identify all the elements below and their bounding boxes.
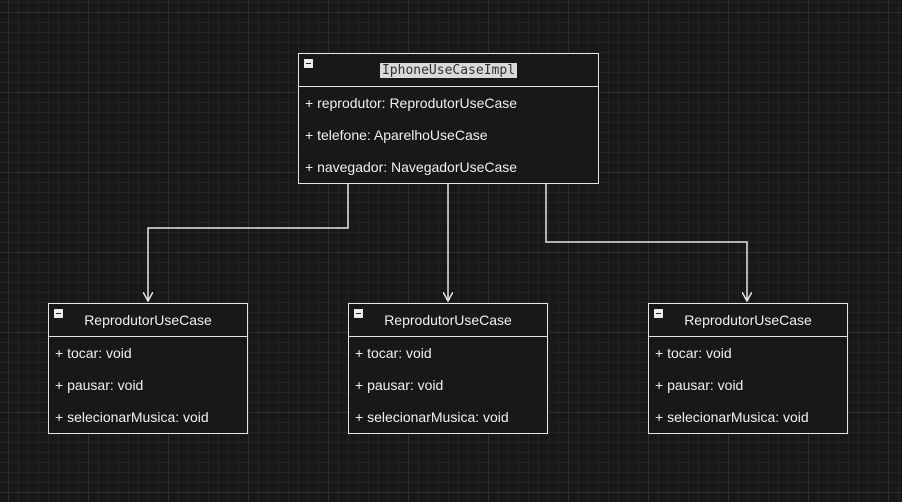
class-iphone-use-case-impl[interactable]: IphoneUseCaseImpl + reprodutor: Reprodut…	[298, 53, 599, 184]
attribute: + selecionarMusica: void	[355, 409, 509, 425]
class-name: IphoneUseCaseImpl	[379, 62, 518, 78]
collapse-icon[interactable]	[354, 309, 363, 318]
attribute: + selecionarMusica: void	[655, 409, 809, 425]
class-header: ReprodutorUseCase	[649, 304, 847, 337]
class-header: ReprodutorUseCase	[349, 304, 547, 337]
collapse-icon[interactable]	[654, 309, 663, 318]
attribute: + tocar: void	[655, 345, 732, 361]
attribute: + tocar: void	[355, 345, 432, 361]
collapse-icon[interactable]	[54, 309, 63, 318]
class-name: ReprodutorUseCase	[384, 312, 512, 328]
collapse-icon[interactable]	[304, 59, 313, 68]
class-header: ReprodutorUseCase	[49, 304, 247, 337]
class-reprodutor-use-case-center[interactable]: ReprodutorUseCase + tocar: void + pausar…	[348, 303, 548, 434]
class-header: IphoneUseCaseImpl	[299, 54, 598, 87]
attribute: + pausar: void	[355, 377, 444, 393]
connector-left	[148, 183, 349, 301]
attribute: + navegador: NavegadorUseCase	[305, 159, 518, 175]
attribute: + telefone: AparelhoUseCase	[305, 127, 488, 143]
connector-right	[545, 183, 747, 301]
attribute: + pausar: void	[55, 377, 144, 393]
class-name: ReprodutorUseCase	[84, 312, 212, 328]
attribute: + pausar: void	[655, 377, 744, 393]
attribute: + reprodutor: ReprodutorUseCase	[305, 95, 518, 111]
class-reprodutor-use-case-left[interactable]: ReprodutorUseCase + tocar: void + pausar…	[48, 303, 248, 434]
attribute: + selecionarMusica: void	[55, 409, 209, 425]
class-name: ReprodutorUseCase	[684, 312, 812, 328]
class-reprodutor-use-case-right[interactable]: ReprodutorUseCase + tocar: void + pausar…	[648, 303, 848, 434]
attribute: + tocar: void	[55, 345, 132, 361]
